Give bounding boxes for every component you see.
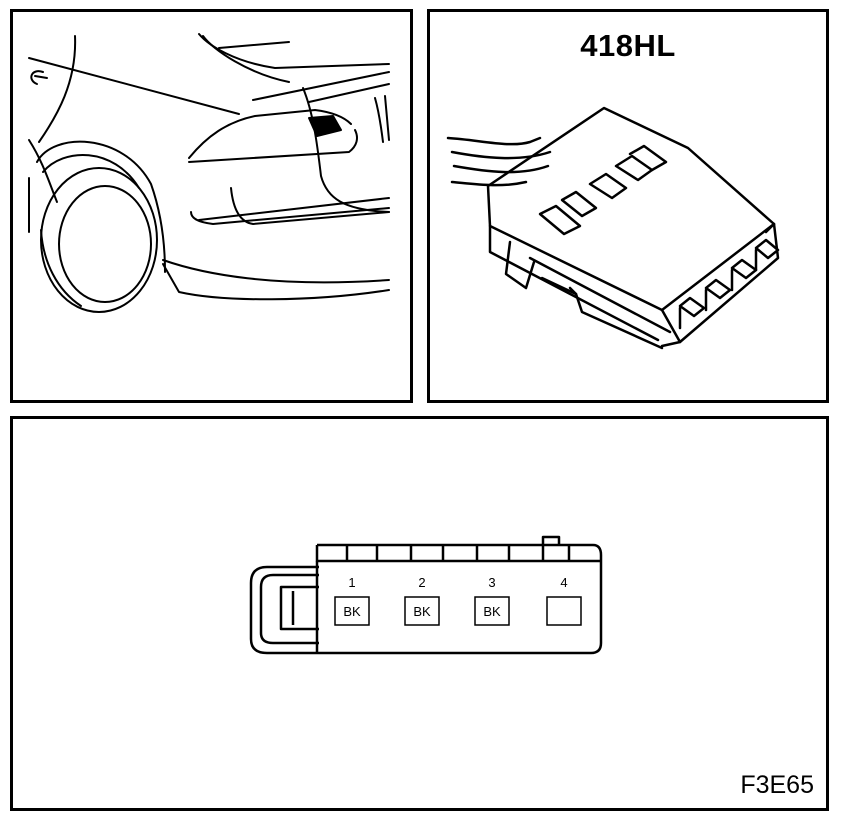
pin-cavity-1 xyxy=(334,596,370,626)
pinout-panel: 1 2 3 4 BK BK BK F3E65 xyxy=(10,416,829,811)
connector-id-label: 418HL xyxy=(580,28,676,63)
pin-cavities xyxy=(334,596,582,626)
figure-code: F3E65 xyxy=(740,771,814,799)
connector-face-diagram: 1 2 3 4 BK BK BK xyxy=(249,535,603,655)
pin-cavity-4 xyxy=(546,596,582,626)
connector-view-panel: 418HL xyxy=(427,9,829,403)
car-rear-quarter-icon xyxy=(28,33,390,313)
pin-color-3: BK xyxy=(483,604,501,619)
pin-number-3: 3 xyxy=(488,575,495,590)
pin-color-1: BK xyxy=(343,604,361,619)
pin-number-1: 1 xyxy=(348,575,355,590)
connector-3d-icon xyxy=(446,106,780,350)
pin-cavity-3 xyxy=(474,596,510,626)
pin-color-2: BK xyxy=(413,604,431,619)
pin-cavity-2 xyxy=(404,596,440,626)
vehicle-location-panel xyxy=(10,9,413,403)
pin-numbers: 1 2 3 4 xyxy=(348,575,567,590)
pin-wire-colors: BK BK BK xyxy=(343,604,501,619)
pin-number-4: 4 xyxy=(560,575,567,590)
pin-number-2: 2 xyxy=(418,575,425,590)
